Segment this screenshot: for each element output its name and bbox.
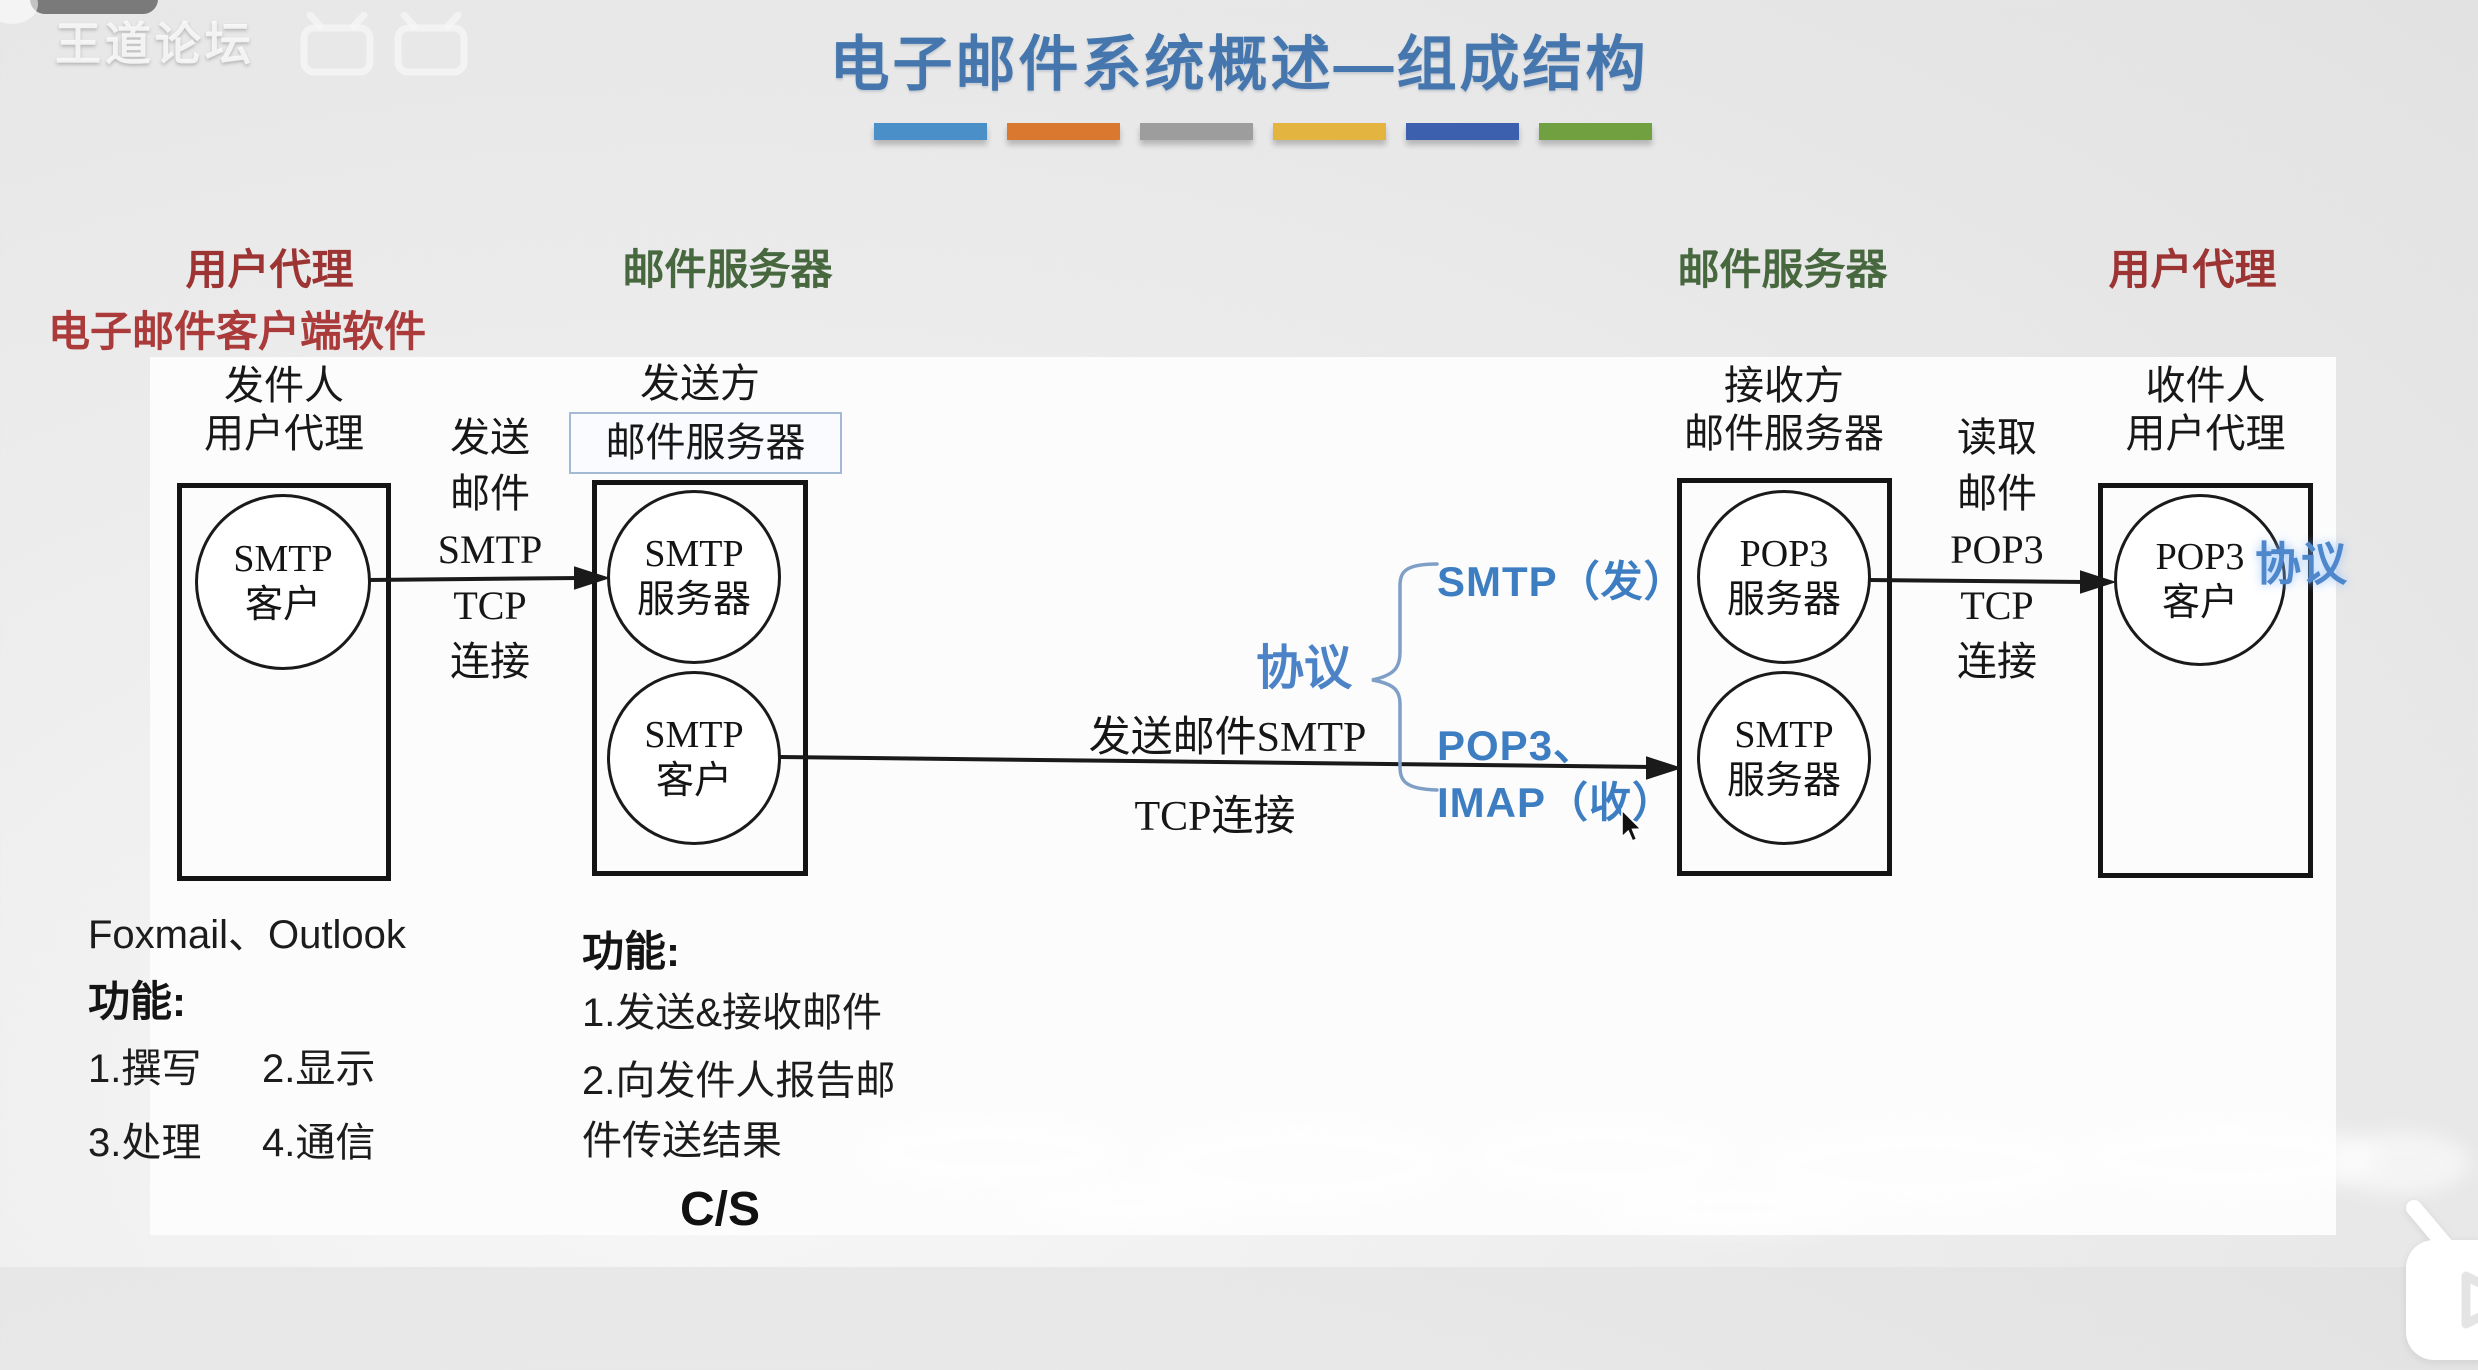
middle-link-label-bottom: TCP连接 (1134, 794, 1296, 840)
protocol-brace (1371, 562, 1439, 792)
pop3-server-circle: POP3 服务器 (1697, 490, 1871, 664)
smtp-server-circle-receiving: SMTP 服务器 (1697, 671, 1871, 845)
label-client-software: 电子邮件客户端软件 (48, 310, 427, 356)
ua-products-note: Foxmail、Outlook (88, 913, 406, 957)
protocol-send: SMTP（发） (1437, 558, 1687, 605)
arrow-server-to-server (779, 755, 1683, 780)
arrow-server-to-receiver (1869, 570, 2117, 594)
slide-white-panel (150, 357, 2336, 1235)
smtp-client-circle-sending: SMTP 客户 (607, 671, 781, 845)
sending-server-header-line1: 发送方 (640, 361, 760, 406)
receiving-server-header: 接收方 邮件服务器 (1684, 363, 1884, 456)
pop3-client-circle: POP3 客户 (2114, 494, 2286, 666)
label-user-agent-right: 用户代理 (2108, 248, 2277, 294)
underline-bar (1406, 123, 1519, 140)
lecture-video-frame: { "page": { "title": "电子邮件系统概述—组成结构", "t… (0, 0, 2478, 1329)
video-player-pill (30, 0, 158, 14)
eraser-smudge (2330, 1132, 2470, 1194)
smtp-server-circle-sending: SMTP 服务器 (607, 490, 781, 664)
receiving-server-box (1677, 478, 1892, 876)
eraser-smudge (1020, 1178, 1240, 1226)
underline-bar (1007, 123, 1120, 140)
sending-server-header-highlight-box: 邮件服务器 (569, 412, 842, 474)
ua-func-3: 3.处理 (88, 1121, 202, 1165)
sending-server-header-line2: 邮件服务器 (605, 420, 806, 465)
diagram-connectors-layer (367, 562, 2117, 843)
eraser-smudge (860, 1118, 1120, 1188)
protocol-receive-line2: IMAP（收） (1437, 779, 1676, 826)
bilibili-watermark-icon (300, 12, 468, 76)
receiver-ua-header: 收件人 用户代理 (2125, 363, 2286, 456)
server-func-title: 功能: (582, 928, 680, 975)
underline-bar (1140, 123, 1253, 140)
title-underline-bars (874, 123, 1652, 140)
middle-link-label-top: 发送邮件SMTP (1088, 715, 1367, 761)
eraser-smudge (1600, 1182, 1860, 1234)
label-mail-server-left: 邮件服务器 (622, 248, 833, 294)
forum-watermark: 王道论坛 (55, 18, 255, 70)
smtp-client-circle-sender-ua: SMTP 客户 (195, 494, 371, 670)
bilibili-tv-logo-icon (2406, 1200, 2478, 1360)
server-func-2-line2: 件传送结果 (582, 1119, 782, 1163)
server-func-1: 1.发送&接收邮件 (582, 991, 883, 1035)
server-func-2-line1: 2.向发件人报告邮 (582, 1059, 896, 1103)
ua-func-4: 4.通信 (262, 1121, 376, 1165)
ua-func-2: 2.显示 (262, 1047, 376, 1091)
label-mail-server-right: 邮件服务器 (1677, 248, 1888, 294)
protocol-receive-line1: POP3、 (1437, 722, 1597, 769)
underline-bar (1539, 123, 1652, 140)
send-mail-link-label: 发送 邮件 SMTP TCP 连接 (437, 415, 543, 684)
label-user-agent-left: 用户代理 (185, 248, 354, 294)
sender-ua-box (177, 483, 391, 881)
protocol-annotation-label: 协议 (1256, 642, 1353, 695)
arrow-sender-to-server (367, 566, 611, 590)
underline-bar (874, 123, 987, 140)
ua-func-title: 功能: (88, 978, 186, 1025)
underline-bar (1273, 123, 1386, 140)
receiver-ua-box (2098, 483, 2313, 878)
sender-ua-header: 发件人 用户代理 (204, 363, 364, 456)
cs-mode-label: C/S (680, 1183, 761, 1236)
ua-func-1: 1.撰写 (88, 1047, 202, 1091)
sending-server-box (592, 480, 808, 876)
mouse-cursor-icon (1621, 808, 1643, 843)
protocol-overlay-annotation: 协议 (2255, 538, 2347, 590)
slide-title: 电子邮件系统概述—组成结构 (829, 31, 1649, 98)
read-mail-link-label: 读取 邮件 POP3 TCP 连接 (1950, 415, 2044, 684)
